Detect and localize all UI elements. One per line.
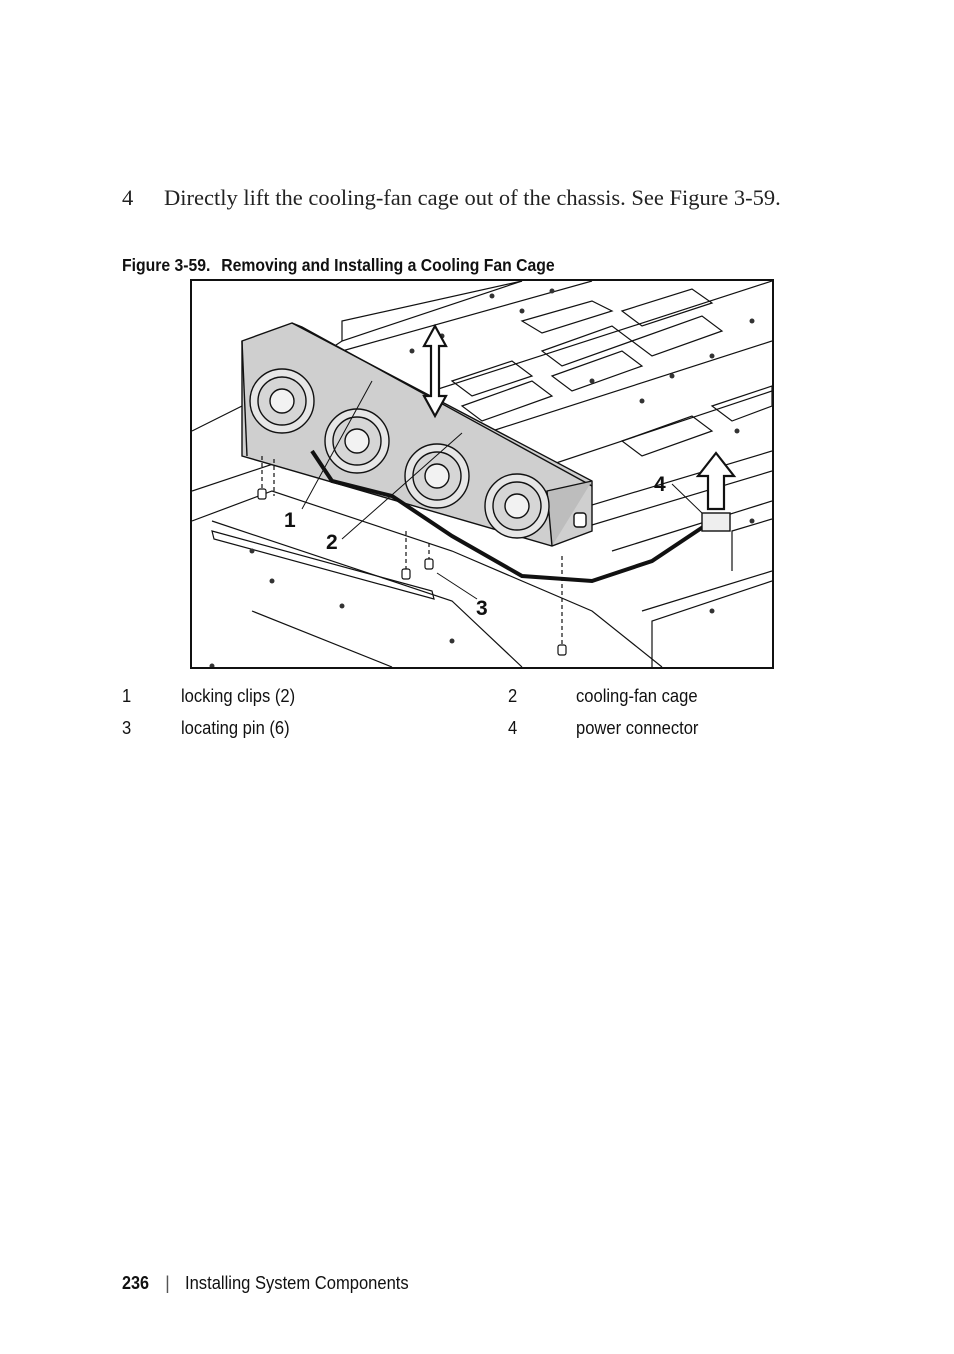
step-instruction: 4 Directly lift the cooling-fan cage out … — [122, 185, 842, 211]
figure-caption: Figure 3-59. Removing and Installing a Co… — [122, 255, 555, 276]
legend-row: 3 locating pin (6) 4 power connector — [122, 718, 842, 750]
callout-4: 4 — [654, 473, 666, 496]
page-number: 236 — [122, 1273, 150, 1293]
legend-number: 2 — [508, 686, 518, 706]
legend-text: cooling-fan cage — [576, 686, 698, 706]
callout-3: 3 — [476, 597, 488, 620]
legend-number: 1 — [122, 686, 132, 706]
figure-legend: 1 locking clips (2) 2 cooling-fan cage 3… — [122, 686, 842, 750]
legend-number: 3 — [122, 718, 132, 738]
step-number: 4 — [122, 185, 134, 210]
legend-text: power connector — [576, 718, 699, 738]
footer-separator: | — [165, 1273, 170, 1293]
figure-label: Figure 3-59. — [122, 255, 211, 275]
step-text: Directly lift the cooling-fan cage out o… — [164, 185, 781, 210]
legend-text: locating pin (6) — [181, 718, 290, 738]
legend-row: 1 locking clips (2) 2 cooling-fan cage — [122, 686, 842, 718]
legend-text: locking clips (2) — [181, 686, 296, 706]
legend-number: 4 — [508, 718, 518, 738]
chassis-line-drawing: 1 2 3 4 — [192, 281, 772, 667]
figure-title: Removing and Installing a Cooling Fan Ca… — [221, 255, 555, 275]
callout-2: 2 — [326, 531, 338, 554]
callout-1: 1 — [284, 509, 296, 532]
section-title: Installing System Components — [184, 1273, 409, 1293]
page-footer: 236 | Installing System Components — [122, 1273, 428, 1294]
fan-cage-illustration: 1 2 3 4 — [190, 279, 774, 669]
